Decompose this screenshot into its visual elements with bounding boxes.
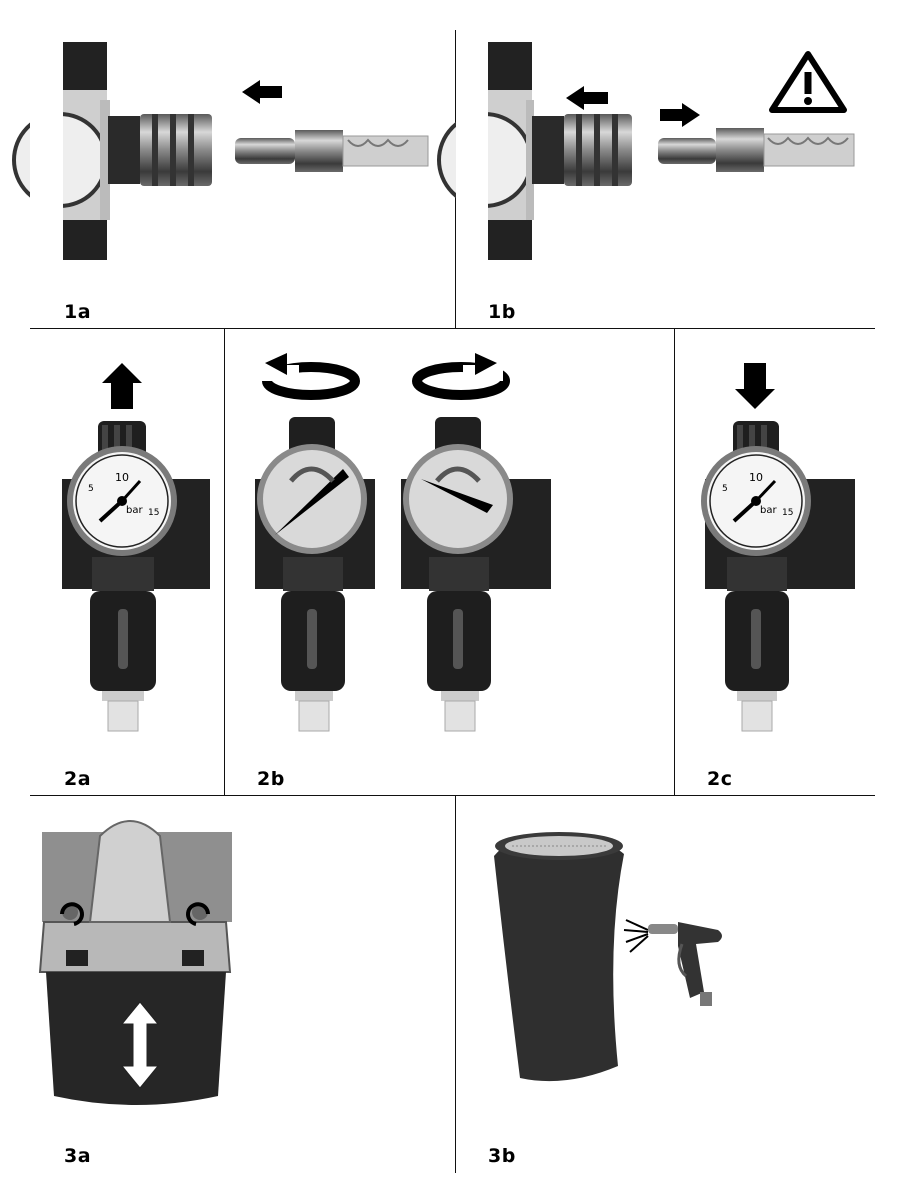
figure-2a: 10 5 bar 15 2a [30,329,224,795]
double-arrow-vertical-icon [120,1001,160,1089]
divider-vertical-row3 [455,796,456,1173]
figure-label-1b: 1b [488,301,516,323]
coupling-illustration-1b [437,30,855,328]
divider-horizontal-1 [30,328,875,329]
arrow-down-icon [735,363,775,409]
arrow-right-icon [660,103,700,127]
regulator-illustration-2c: 10 5 bar 15 [701,363,855,732]
figure-2c: 10 5 bar 15 2c [675,329,876,795]
regulator-illustration-2b [255,353,551,732]
air-gun-icon [648,922,722,1006]
divider-horizontal-2 [30,795,875,796]
gauge-scale-15: 15 [148,508,159,518]
filter-housing-illustration-3a [38,820,232,1105]
arrow-left-icon [242,80,282,104]
warning-icon [769,51,847,113]
coupling-illustration-1a [12,30,429,328]
figure-2b: 2b [225,329,674,795]
figure-label-3a: 3a [64,1145,92,1167]
figure-label-2b: 2b [257,768,285,790]
rotate-counterclockwise-icon [259,353,360,400]
figure-1b: 1b [437,30,876,328]
rotate-clockwise-icon [412,353,510,400]
figure-label-2a: 2a [64,768,92,790]
gauge-scale-10: 10 [749,471,763,484]
arrow-up-icon [102,363,142,409]
figure-3b: 3b [456,796,876,1173]
arrow-left-icon [566,86,608,110]
gauge-unit: bar [126,505,143,516]
gauge-scale-5: 5 [722,484,728,494]
divider-vertical-row2-right [674,329,675,795]
gauge-scale-15: 15 [782,508,793,518]
gauge-scale-5: 5 [88,484,94,494]
figure-label-3b: 3b [488,1145,516,1167]
gauge-unit: bar [760,505,777,516]
figure-label-1a: 1a [64,301,92,323]
figure-1a: 1a [12,30,455,328]
divider-vertical-row2-left [224,329,225,795]
gauge-scale-10: 10 [115,471,129,484]
figure-label-2c: 2c [707,768,733,790]
regulator-illustration-2a: 10 5 bar 15 [62,363,210,732]
figure-3a: 3a [30,796,455,1173]
filter-cleaning-illustration-3b [494,832,722,1082]
